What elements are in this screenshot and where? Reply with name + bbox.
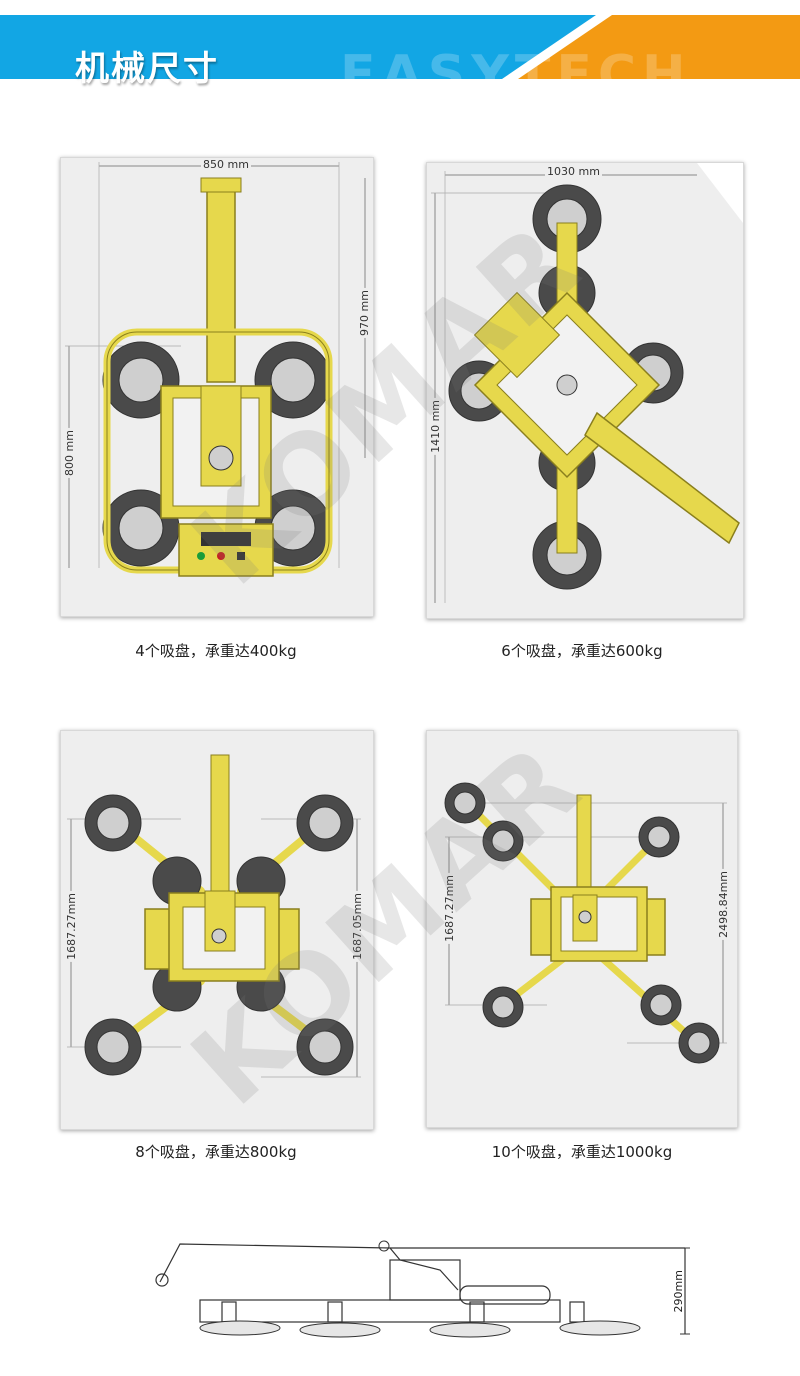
model-6-pads-drawing: 1030 mm 1410 mm	[426, 162, 744, 619]
header-banner: 机械尺寸 EASYTECH	[0, 15, 800, 105]
model-4-pads-svg	[65, 162, 366, 577]
dim-length-label: 970 mm	[358, 288, 371, 338]
dim-width-label: 1030 mm	[545, 165, 602, 178]
model-10-pads-svg	[444, 782, 727, 1064]
page-title: 机械尺寸	[75, 49, 219, 89]
model-6-pads-svg	[431, 163, 743, 603]
dim-width-label: 850 mm	[201, 158, 251, 171]
model-4-pads-caption: 4个吸盘，承重达400kg	[135, 642, 297, 660]
model-8-pads-drawing: 1687.27mm 1687.05mm	[60, 730, 374, 1130]
dim-height-label: 800 mm	[63, 428, 76, 478]
dim-right-label: 2498.84mm	[717, 869, 730, 940]
brand-logo-text: EASYTECH	[340, 45, 692, 105]
dim-left-label: 1687.27mm	[65, 891, 78, 962]
model-8-pads-svg	[67, 754, 361, 1078]
model-6-pads-caption: 6个吸盘，承重达600kg	[501, 642, 663, 660]
suction-pads	[102, 341, 332, 567]
side-view-svg	[155, 1240, 690, 1338]
model-4-pads-drawing: 850 mm 970 mm 800 mm	[60, 157, 374, 617]
model-10-pads-drawing: 1687.27mm 2498.84mm	[426, 730, 738, 1128]
model-8-pads-caption: 8个吸盘，承重达800kg	[135, 1143, 297, 1161]
dim-right-label: 1687.05mm	[351, 891, 364, 962]
side-view-drawing: 290mm	[140, 1230, 710, 1350]
dim-length-label: 1410 mm	[429, 398, 442, 455]
dim-left-label: 1687.27mm	[443, 873, 456, 944]
side-height-label: 290mm	[672, 1270, 685, 1313]
model-10-pads-caption: 10个吸盘，承重达1000kg	[491, 1143, 673, 1161]
banner-background	[0, 15, 800, 79]
